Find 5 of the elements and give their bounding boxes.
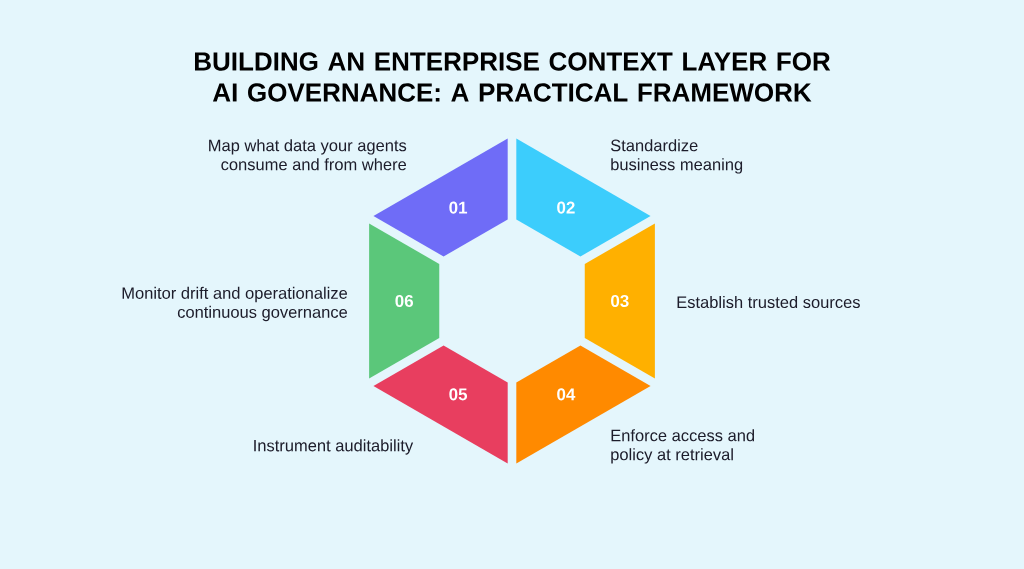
hexagon-segment: 03 (584, 223, 655, 379)
hexagon-segment: 06 (369, 223, 440, 379)
step-description: Establish trusted sources (677, 295, 860, 309)
step-description: Monitor drift and operationalize continuous governance (122, 286, 347, 322)
title: BUILDING AN ENTERPRISE CONTEXT LAYER FOR AI GOVERNANCE: A PRACTICAL FRAMEWORK (195, 52, 831, 102)
